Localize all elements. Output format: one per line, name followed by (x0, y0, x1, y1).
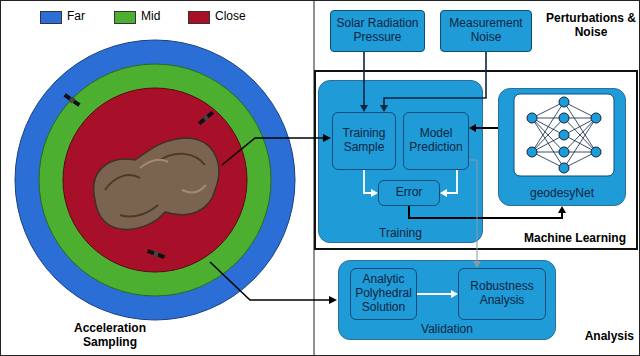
flow-arrow (440, 170, 457, 197)
flow-arrow (469, 160, 481, 268)
process-box: Training Sample (332, 112, 396, 170)
box-text: Measurement Noise (444, 17, 528, 45)
group-title: geodesyNet (499, 187, 625, 201)
flow-arrow (469, 124, 498, 132)
legend-text: Mid (141, 10, 160, 24)
legend-text: Close (215, 10, 246, 24)
process-box: Model Prediction (403, 112, 469, 170)
section-title: Analysis (578, 330, 634, 344)
legend-text: Far (67, 10, 85, 24)
box-text: Robustness Analysis (462, 280, 542, 308)
legend-swatch (114, 11, 136, 24)
legend-swatch (40, 11, 62, 24)
box-text: Model Prediction (407, 127, 465, 155)
satellite-icon (147, 248, 166, 260)
perturbation-box: Measurement Noise (440, 10, 532, 52)
process-box: Error (378, 180, 440, 206)
box-text: Analytic Polyhedral Solution (354, 273, 413, 314)
close-region (63, 88, 247, 272)
asteroid-figure (94, 138, 219, 229)
network-panel (514, 94, 614, 176)
mid-region (39, 64, 271, 296)
flow-arrow (380, 52, 486, 112)
flow-arrow (417, 290, 458, 298)
satellite-icon (197, 110, 215, 126)
process-box: Robustness Analysis (458, 268, 546, 320)
sampling-leader (210, 138, 330, 300)
far-region (15, 40, 295, 320)
group-title: Validation (339, 323, 555, 337)
box-text: Solar Radiation Pressure (334, 17, 421, 45)
satellite-icon (63, 92, 81, 107)
sampling-arrowhead (323, 134, 337, 304)
box-text: Error (396, 186, 423, 200)
perturbation-box: Solar Radiation Pressure (330, 10, 425, 52)
network-links (532, 102, 596, 168)
network-neurons (527, 97, 601, 173)
section-title: Perturbations & Noise (546, 12, 636, 40)
legend-swatch (188, 11, 210, 24)
group-title: Training (319, 227, 482, 241)
box-text: Training Sample (336, 127, 392, 155)
flow-arrow (409, 206, 566, 218)
group-title: Machine Learning (524, 232, 626, 246)
stage-group: Validation Analytic Polyhedral Solution Ro… (338, 260, 556, 340)
flow-arrow (364, 170, 378, 197)
process-box: Analytic Polyhedral Solution (350, 268, 417, 320)
flow-arrow (360, 52, 368, 112)
panel-title: Acceleration Sampling (60, 322, 160, 350)
